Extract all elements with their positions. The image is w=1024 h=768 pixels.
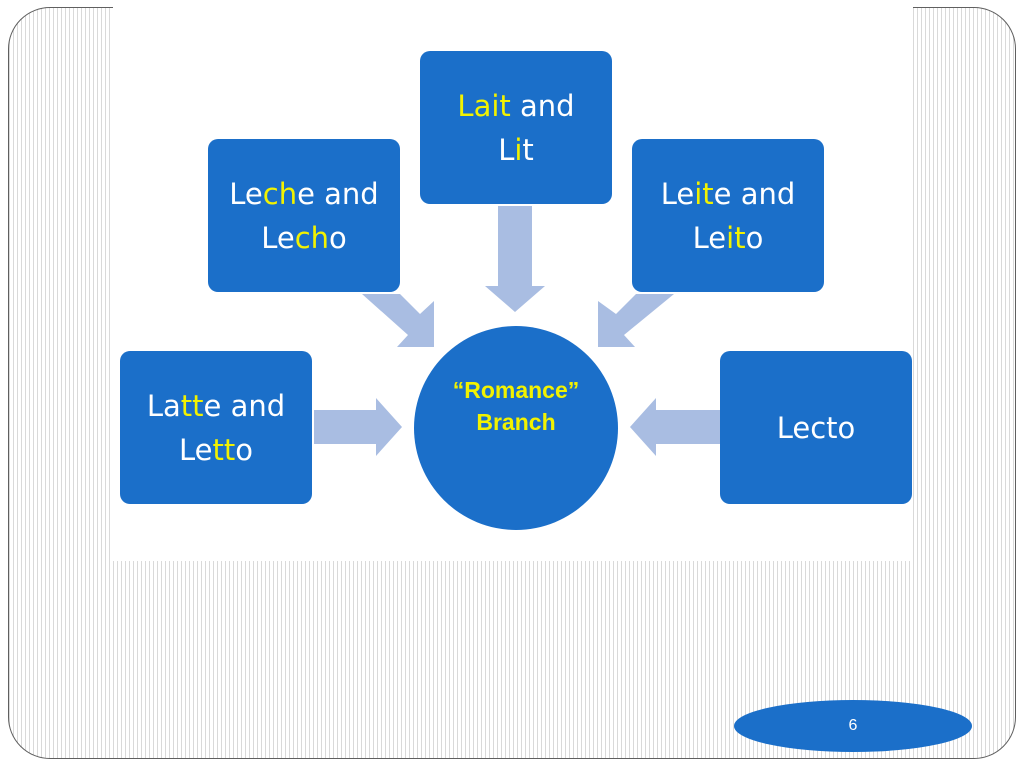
arrow-from-right	[630, 398, 720, 456]
box-line: Latte and	[147, 384, 285, 428]
arrow-from-upper-left	[362, 294, 434, 347]
box-line: Lait and	[457, 84, 574, 128]
text-segment: Le	[179, 432, 213, 467]
arrow-from-upper-right	[598, 294, 674, 347]
arrow-from-left	[314, 398, 402, 456]
page-number-badge: 6	[734, 700, 972, 752]
text-segment: t	[522, 132, 534, 167]
box-latte-letto-text: Latte and Letto	[147, 384, 285, 472]
highlighted-letters: it	[694, 176, 714, 211]
text-segment: o	[745, 220, 764, 255]
box-line: Letto	[147, 428, 285, 472]
box-leite-leito: Leite and Leito	[632, 139, 824, 292]
center-label-line1: “Romance”	[452, 377, 580, 403]
box-leche-lecho: Leche and Lecho	[208, 139, 400, 292]
box-line: Leite and	[661, 172, 796, 216]
text-segment: o	[329, 220, 347, 255]
center-label-line2: Branch	[476, 409, 556, 435]
box-latte-letto: Latte and Letto	[120, 351, 312, 504]
arrow-from-top	[485, 206, 545, 312]
highlighted-letters: tt	[180, 388, 204, 423]
highlighted-letters: Lait	[457, 88, 511, 123]
box-line: Lecho	[229, 216, 378, 260]
text-segment: L	[498, 132, 515, 167]
text-segment: e and	[713, 176, 796, 211]
box-lecto-text: Lecto	[777, 406, 856, 450]
text-segment: Le	[692, 220, 727, 255]
text-segment: Le	[261, 220, 295, 255]
box-lait-lit: Lait and Lit	[420, 51, 612, 204]
box-lait-lit-text: Lait and Lit	[457, 84, 574, 172]
highlighted-letters: tt	[212, 432, 236, 467]
box-leite-leito-text: Leite and Leito	[661, 172, 796, 260]
highlighted-letters: it	[726, 220, 746, 255]
text-segment: Lecto	[776, 410, 856, 445]
box-lecto: Lecto	[720, 351, 912, 504]
highlighted-letters: ch	[262, 176, 298, 211]
text-segment: La	[146, 388, 181, 423]
box-leche-lecho-text: Leche and Lecho	[229, 172, 378, 260]
box-line: Leche and	[229, 172, 378, 216]
box-line: Lit	[457, 128, 574, 172]
text-segment: Le	[660, 176, 695, 211]
box-line: Lecto	[777, 406, 856, 450]
highlighted-letters: ch	[294, 220, 330, 255]
text-segment: Le	[229, 176, 263, 211]
center-circle-romance-branch: “Romance” Branch	[414, 326, 618, 530]
text-segment: o	[235, 432, 253, 467]
highlighted-letters: i	[514, 132, 523, 167]
box-line: Leito	[661, 216, 796, 260]
text-segment: and	[510, 88, 575, 123]
page-number: 6	[848, 717, 858, 734]
text-segment: e and	[297, 176, 379, 211]
text-segment: e and	[203, 388, 286, 423]
